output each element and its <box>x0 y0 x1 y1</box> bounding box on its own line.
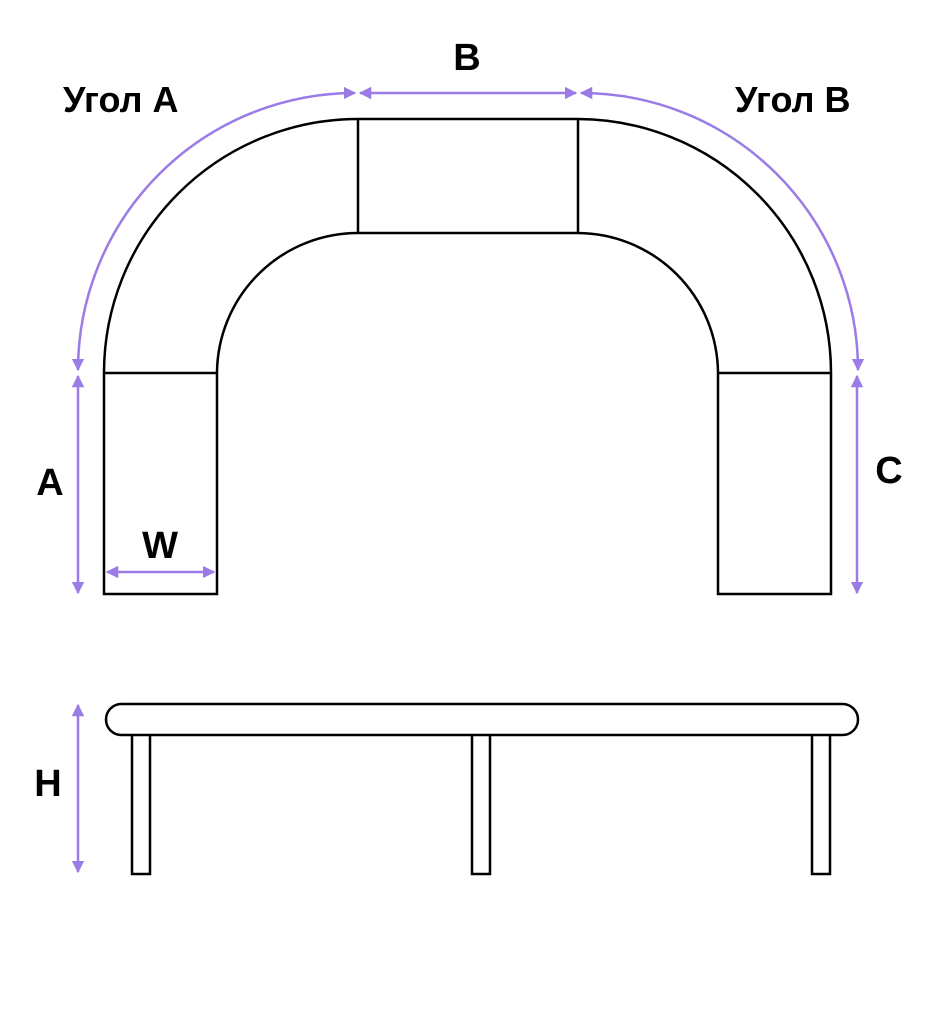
side-view <box>104 702 860 876</box>
seat-top <box>104 702 860 737</box>
label-corner-b: Угол В <box>735 79 851 120</box>
dimension-corner-a-arc <box>71 86 357 372</box>
leg-middle <box>470 718 492 876</box>
leg-right <box>810 718 832 876</box>
label-a: A <box>36 462 63 504</box>
label-w: W <box>142 525 178 567</box>
dimension-corner-b-arc <box>579 86 865 372</box>
sofa-outline <box>102 117 833 596</box>
label-h: H <box>34 763 61 805</box>
label-c: C <box>875 450 902 492</box>
label-b: B <box>453 37 480 79</box>
leg-left <box>130 718 152 876</box>
dimension-lines <box>71 86 865 874</box>
top-view <box>102 117 833 596</box>
label-corner-a: Угол А <box>63 79 179 120</box>
labels: Угол А Угол В B A C W H <box>34 37 902 805</box>
